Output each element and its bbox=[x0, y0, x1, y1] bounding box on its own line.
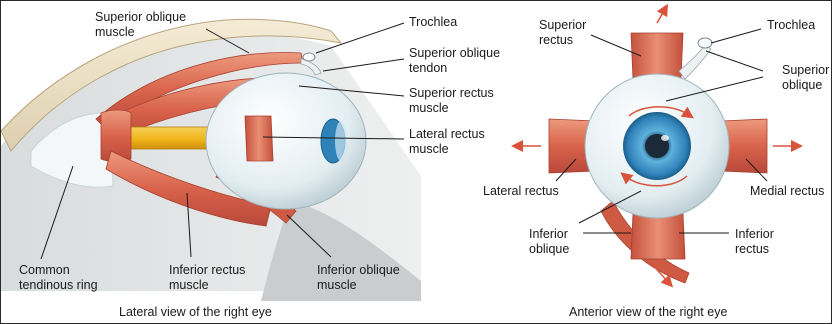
pupil-highlight bbox=[661, 135, 669, 141]
lateral-rectus-insertion bbox=[245, 116, 273, 161]
lateral-view-art bbox=[1, 19, 421, 301]
trochlea-shape bbox=[303, 53, 315, 61]
label-superior-oblique-tendon: Superior oblique tendon bbox=[409, 46, 500, 76]
ant-inferior-rectus-shape bbox=[631, 213, 685, 259]
cornea-highlight bbox=[335, 121, 347, 161]
label-trochlea-anterior: Trochlea bbox=[767, 18, 815, 33]
label-superior-oblique: Superior oblique bbox=[782, 63, 829, 93]
ant-superior-rectus-shape bbox=[631, 33, 683, 79]
label-superior-oblique-muscle: Superior oblique muscle bbox=[95, 10, 186, 40]
label-inferior-oblique: Inferior oblique bbox=[529, 227, 569, 257]
label-trochlea-lateral: Trochlea bbox=[409, 15, 457, 30]
ant-superior-oblique-tendon bbox=[679, 45, 711, 79]
label-superior-rectus-muscle: Superior rectus muscle bbox=[409, 86, 494, 116]
label-inferior-oblique-muscle: Inferior oblique muscle bbox=[317, 263, 400, 293]
label-inferior-rectus: Inferior rectus bbox=[735, 227, 774, 257]
label-lateral-rectus-muscle: Lateral rectus muscle bbox=[409, 127, 485, 157]
label-superior-rectus: Superior rectus bbox=[539, 18, 586, 48]
arrow-up bbox=[657, 9, 665, 23]
label-common-tendinous-ring: Common tendinous ring bbox=[19, 263, 98, 293]
caption-lateral-view: Lateral view of the right eye bbox=[119, 305, 272, 319]
ant-trochlea-shape bbox=[698, 38, 712, 48]
label-inferior-rectus-muscle: Inferior rectus muscle bbox=[169, 263, 245, 293]
label-lateral-rectus: Lateral rectus bbox=[483, 184, 559, 199]
label-medial-rectus: Medial rectus bbox=[750, 184, 824, 199]
caption-anterior-view: Anterior view of the right eye bbox=[569, 305, 727, 319]
